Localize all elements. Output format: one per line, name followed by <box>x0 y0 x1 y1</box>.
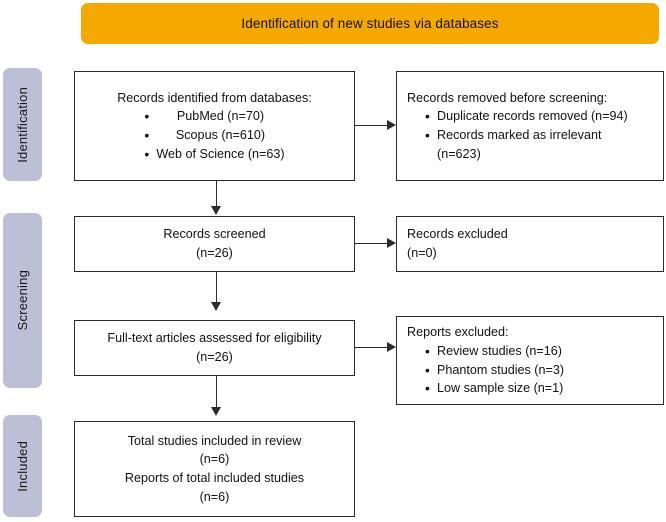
stage-rail-included-label: Included <box>15 440 30 492</box>
list-item: Web of Science (n=63) <box>144 144 284 164</box>
box-records-excluded-line1: Records excluded <box>407 227 508 242</box>
box-total-included-line3: Reports of total included studies <box>124 471 305 485</box>
header-banner-label: Identification of new studies via databa… <box>241 16 499 31</box>
box-total-included-line4: (n=6) <box>199 489 230 504</box>
box-fulltext-assessed-line2: (n=26) <box>196 350 233 364</box>
list-item: Duplicate records removed (n=94) <box>425 106 653 126</box>
box-records-screened: Records screened (n=26) <box>74 216 355 272</box>
box-reports-excluded-heading: Reports excluded: <box>407 325 509 340</box>
box-records-identified-heading: Records identified from databases: <box>117 90 312 105</box>
connector-screened-to-fulltext <box>216 272 218 303</box>
box-reports-excluded: Reports excluded: Review studies (n=16) … <box>396 316 664 405</box>
connector-screened-to-excluded <box>355 243 388 245</box>
box-fulltext-assessed-line1: Full-text articles assessed for eligibil… <box>107 331 322 346</box>
box-records-removed-bullets: Duplicate records removed (n=94) Records… <box>407 106 653 163</box>
connector-identified-to-screened <box>216 181 218 208</box>
box-records-excluded: Records excluded (n=0) <box>396 216 664 272</box>
stage-rail-screening: Screening <box>3 213 42 388</box>
arrowhead-down-icon <box>211 206 221 215</box>
box-records-identified-bullets: PubMed (n=70) Scopus (n=610) Web of Scie… <box>144 106 284 164</box>
list-item-continuation: (n=623) <box>437 146 481 161</box>
stage-rail-included: Included <box>3 415 42 517</box>
stage-rail-screening-label: Screening <box>15 270 30 331</box>
arrowhead-right-icon <box>387 120 396 130</box>
box-records-screened-line2: (n=26) <box>196 246 233 260</box>
arrowhead-down-icon <box>211 302 221 311</box>
box-records-screened-line1: Records screened <box>163 227 266 242</box>
list-item: Phantom studies (n=3) <box>425 360 653 380</box>
box-total-included: Total studies included in review (n=6) R… <box>74 421 355 517</box>
list-item: Records marked as irrelevant <box>425 125 653 145</box>
connector-fulltext-to-included <box>216 376 218 408</box>
list-item: Review studies (n=16) <box>425 341 653 361</box>
stage-rail-identification: Identification <box>3 68 42 181</box>
box-records-excluded-line2: (n=0) <box>407 246 437 260</box>
connector-fulltext-to-reports-excluded <box>355 347 388 349</box>
list-item: PubMed (n=70) <box>144 106 284 126</box>
box-total-included-line2: (n=6) <box>199 452 230 467</box>
box-records-identified-bullet-wrap: PubMed (n=70) Scopus (n=610) Web of Scie… <box>144 106 284 164</box>
box-total-included-line1: Total studies included in review <box>127 433 302 448</box>
connector-identified-to-removed <box>355 125 388 127</box>
arrowhead-right-icon <box>387 238 396 248</box>
box-records-removed: Records removed before screening: Duplic… <box>396 71 664 181</box>
box-records-removed-heading: Records removed before screening: <box>407 90 608 105</box>
header-banner: Identification of new studies via databa… <box>81 3 659 44</box>
list-item: Low sample size (n=1) <box>425 378 653 398</box>
list-item: Scopus (n=610) <box>144 125 284 145</box>
box-reports-excluded-bullets: Review studies (n=16) Phantom studies (n… <box>407 341 653 399</box>
box-records-identified: Records identified from databases: PubMe… <box>74 71 355 181</box>
arrowhead-right-icon <box>387 342 396 352</box>
arrowhead-down-icon <box>211 407 221 416</box>
stage-rail-identification-label: Identification <box>15 86 30 163</box>
box-fulltext-assessed: Full-text articles assessed for eligibil… <box>74 320 355 376</box>
